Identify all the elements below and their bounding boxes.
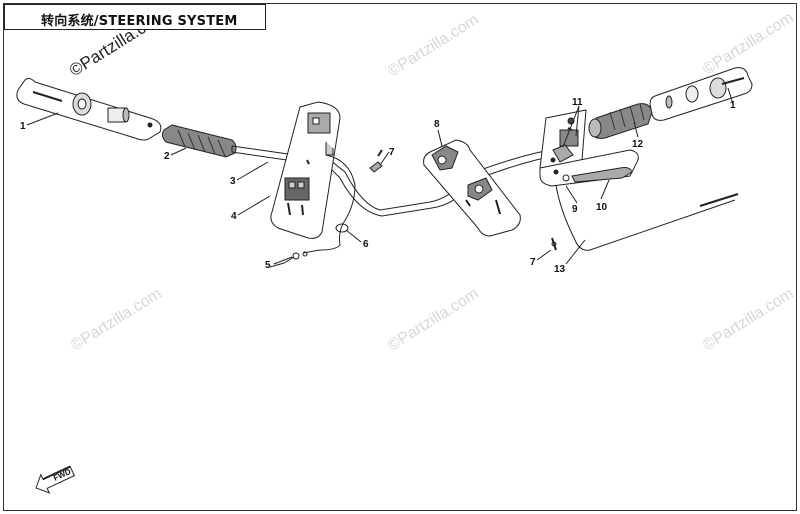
callout-8: 8: [434, 119, 440, 130]
leader-lines: [26, 87, 734, 265]
title-box: 转向系统/STEERING SYSTEM: [4, 4, 266, 30]
forward-arrow: [35, 465, 76, 494]
bolt-upper: [369, 149, 383, 173]
handlebar-clamp-panel: [423, 139, 521, 237]
brake-cable: [555, 184, 739, 251]
diagram-frame: [3, 3, 797, 511]
callout-7-top: 7: [389, 147, 395, 158]
callout-13: 13: [554, 264, 566, 275]
grip-end-group-left: [16, 77, 162, 141]
bolt-lower: [551, 237, 557, 251]
brake-lever-panel: [539, 109, 587, 171]
callout-10: 10: [596, 202, 608, 213]
page-title: 转向系统/STEERING SYSTEM: [41, 14, 238, 29]
callout-11: 11: [572, 97, 583, 108]
brake-lever-assembly-panel: [539, 149, 639, 187]
callout-4: 4: [231, 211, 237, 222]
throttle-cable: [269, 154, 356, 268]
right-grip: [588, 103, 653, 139]
callout-5: 5: [265, 260, 271, 271]
callout-6: 6: [363, 239, 369, 250]
left-grip: [161, 124, 237, 158]
handlebar: [231, 145, 563, 217]
callout-9: 9: [572, 204, 578, 215]
callout-1-left: 1: [20, 121, 26, 132]
grip-end-group-right: [649, 67, 753, 121]
callout-1-right: 1: [730, 100, 736, 111]
callout-7-bottom: 7: [530, 257, 536, 268]
callout-12: 12: [632, 139, 644, 150]
switch-assembly-panel: [270, 101, 341, 239]
callout-2: 2: [164, 151, 170, 162]
callout-3: 3: [230, 176, 236, 187]
